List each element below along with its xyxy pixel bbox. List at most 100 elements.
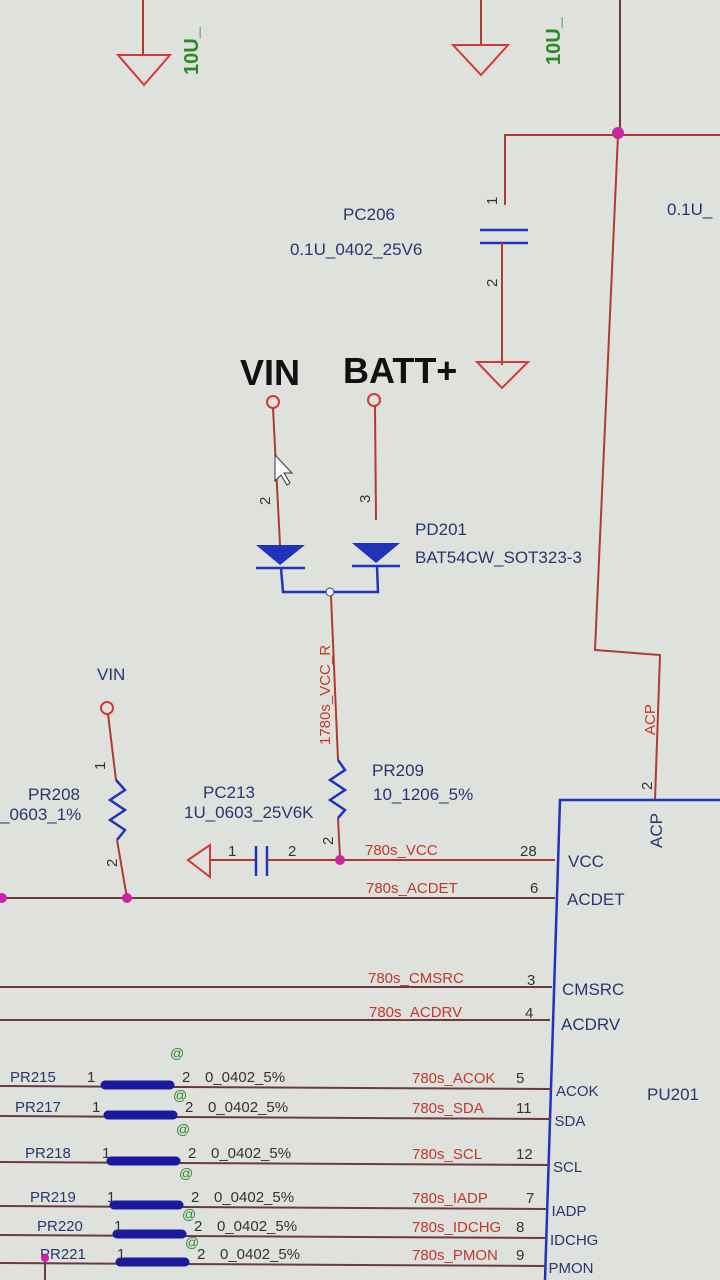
capacitor-pc206[interactable]: PC206 0.1U_0402_25V6 1 2 — [290, 197, 531, 390]
pin-number: 2 — [484, 279, 501, 287]
assembly-mark: @ — [170, 1045, 184, 1061]
ref-label: PD201 — [415, 520, 467, 539]
value-label: 0_0402_5% — [220, 1246, 300, 1263]
net-label: 780s_IDCHG — [412, 1219, 501, 1236]
cap-value-label: 10U_ — [543, 16, 565, 65]
vin-power-label: VIN — [240, 352, 300, 393]
pin-number: 2 — [639, 782, 656, 790]
wire — [0, 1085, 553, 1090]
chip-pin-name: PMON — [549, 1260, 594, 1277]
chip-pin-acdet: 780s_ACDET 6 ACDET — [366, 880, 625, 909]
net-label: 780s_ACOK — [412, 1070, 495, 1087]
ref-label: PR209 — [372, 761, 424, 780]
junction-dot — [612, 127, 624, 139]
value-label: 0_0402_5% — [211, 1145, 291, 1162]
svg-text:4: 4 — [525, 1005, 533, 1022]
pin-number: 1 — [92, 1099, 100, 1116]
pin-number: 7 — [526, 1190, 534, 1207]
top-right-ground-cap: 10U_ — [450, 0, 565, 77]
svg-text:ACDRV: ACDRV — [561, 1015, 621, 1034]
net-label: 780s_IADP — [412, 1190, 488, 1207]
top-left-ground-cap: 10U_ — [115, 0, 203, 87]
ref-label: PR220 — [37, 1218, 83, 1235]
pin-number: 1 — [484, 197, 501, 205]
pin-number: 11 — [516, 1100, 532, 1117]
wire — [0, 1205, 548, 1210]
junction-dot — [335, 855, 345, 865]
chip-pin-acp: ACP — [647, 813, 666, 848]
chip-ref-label: PU201 — [647, 1085, 699, 1104]
chip-pin-name: SCL — [553, 1159, 582, 1176]
pin-number: 2 — [288, 843, 296, 860]
net-label-vcc-r: 1780s_VCC_R — [317, 645, 334, 745]
ref-label: PR215 — [10, 1069, 56, 1086]
ref-label: PR221 — [40, 1246, 86, 1263]
value-label: 10_1206_5% — [373, 785, 473, 804]
svg-text:VCC: VCC — [568, 852, 604, 871]
pin-number: 1 — [102, 1145, 110, 1162]
wire — [0, 1115, 551, 1120]
assembly-mark: @ — [173, 1087, 187, 1103]
svg-text:3: 3 — [527, 972, 535, 989]
mouse-cursor-icon — [274, 453, 294, 486]
chip-pin-name: SDA — [555, 1113, 586, 1130]
pin-number: 1 — [87, 1069, 95, 1086]
pin-number: 1 — [107, 1189, 115, 1206]
value-label: 0.1U_0402_25V6 — [290, 240, 422, 259]
svg-text:28: 28 — [520, 843, 537, 860]
assembly-mark: @ — [176, 1121, 190, 1137]
pin-number: 3 — [357, 495, 374, 503]
pin-number: 2 — [320, 837, 337, 845]
pin-number: 8 — [516, 1219, 524, 1236]
svg-text:780s_ACDRV: 780s_ACDRV — [369, 1004, 462, 1021]
pin-number: 2 — [197, 1246, 205, 1263]
value-label: 1U_0603_25V6K — [184, 803, 314, 822]
value-label: BAT54CW_SOT323-3 — [415, 548, 582, 567]
cap-value-label: 0.1U_ — [667, 200, 713, 219]
resistor-pr209[interactable]: 2 PR209 10_1206_5% — [320, 759, 473, 859]
ground-icon — [474, 361, 531, 390]
pin-number: 1 — [92, 762, 109, 770]
net-label-acp: ACP — [642, 704, 659, 735]
pin-number: 2 — [194, 1218, 202, 1235]
chip-pin-cmsrc: 780s_CMSRC 3 CMSRC — [0, 970, 624, 999]
svg-text:6: 6 — [530, 880, 538, 897]
diode-pd201[interactable]: PD201 BAT54CW_SOT323-3 — [256, 520, 582, 594]
svg-text:CMSRC: CMSRC — [562, 980, 624, 999]
ground-icon — [186, 843, 211, 880]
value-label: 0_0402_5% — [214, 1189, 294, 1206]
chip-pu201-body — [543, 798, 720, 1280]
chip-pin-name: ACOK — [556, 1083, 599, 1100]
assembly-mark: @ — [179, 1165, 193, 1181]
wire — [0, 1234, 547, 1239]
vin-net-label: VIN — [97, 665, 125, 684]
svg-text:780s_CMSRC: 780s_CMSRC — [368, 970, 464, 987]
assembly-mark: @ — [185, 1234, 199, 1250]
chip-pin-name: IDCHG — [550, 1232, 598, 1249]
resistor-pr208[interactable]: VIN 1 2 PR208 _0603_1% — [0, 665, 128, 899]
capacitor-pc213[interactable]: PC213 1U_0603_25V6K 1 2 — [184, 783, 555, 880]
pin-number: 2 — [188, 1145, 196, 1162]
batt-power-label: BATT+ — [343, 350, 457, 391]
ref-label: PC206 — [343, 205, 395, 224]
svg-text:ACDET: ACDET — [567, 890, 625, 909]
cap-value-label: 10U_ — [181, 26, 203, 75]
svg-text:780s_VCC: 780s_VCC — [365, 842, 438, 859]
pin-number: 1 — [228, 843, 236, 860]
pin-number: 1 — [114, 1218, 122, 1235]
wire — [0, 1161, 550, 1166]
ref-label: PR218 — [25, 1145, 71, 1162]
value-label: _0603_1% — [0, 805, 81, 824]
pin-number: 9 — [516, 1247, 524, 1264]
chip-pin-name: IADP — [552, 1203, 587, 1220]
ref-label: PC213 — [203, 783, 255, 802]
pin-number: 2 — [257, 497, 274, 505]
pin-number: 1 — [117, 1246, 125, 1263]
